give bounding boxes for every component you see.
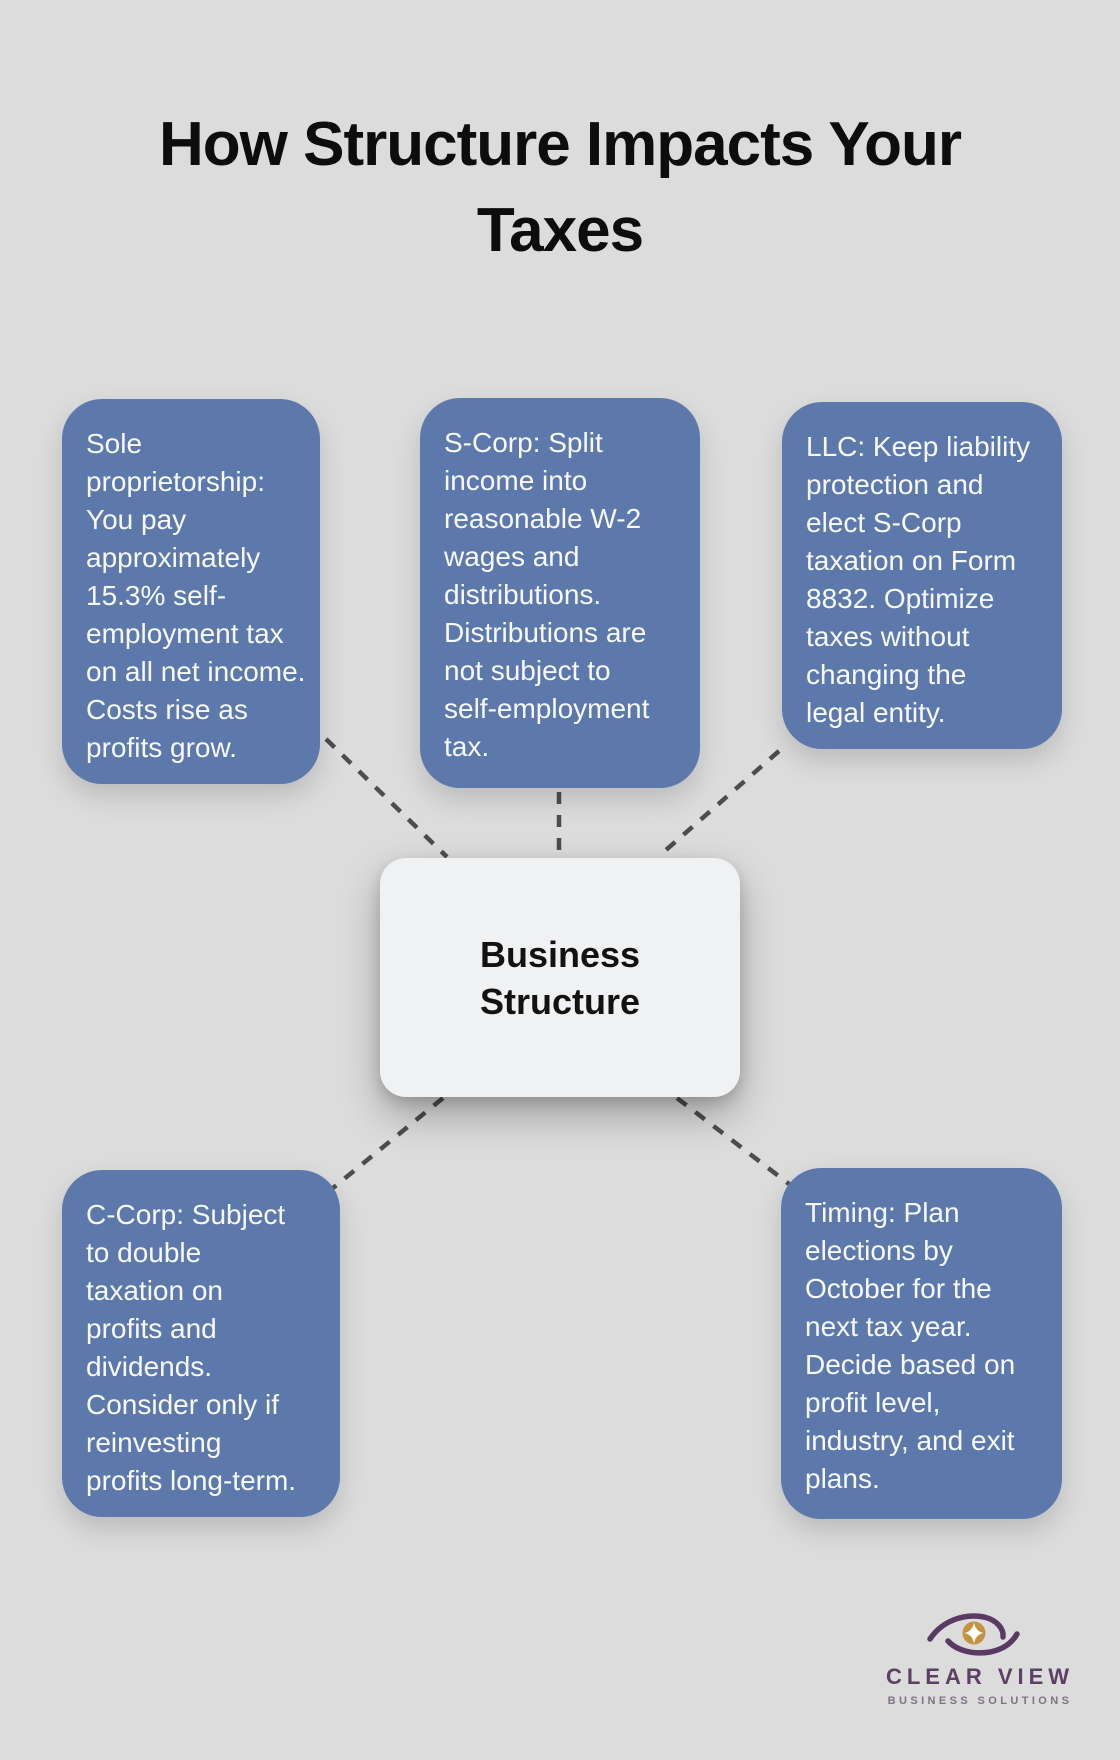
connector-center-to-timing (675, 1096, 791, 1186)
page-title: How Structure Impacts Your Taxes (159, 110, 962, 265)
node-sole-proprietorship: Sole proprietorship: You pay approximate… (62, 399, 320, 784)
connector-center-to-ccorp (331, 1096, 445, 1190)
clearview-eye-icon (927, 1613, 1020, 1656)
eye-star-sparkle (964, 1622, 984, 1644)
node-llc: LLC: Keep liability protection and elect… (782, 402, 1062, 749)
node-timing: Timing: Plan elections by October for th… (781, 1168, 1062, 1519)
brand-tagline: BUSINESS SOLUTIONS (887, 1695, 1073, 1707)
node-s-corp: S-Corp: Split income into reasonable W-2… (420, 398, 700, 788)
clearview-logo: CLEAR VIEW BUSINESS SOLUTIONS (837, 1600, 1120, 1720)
brand-name: CLEAR VIEW (885, 1664, 1075, 1689)
node-c-corp: C-Corp: Subject to double taxation on pr… (62, 1170, 340, 1517)
center-node-business-structure: Business Structure (380, 858, 740, 1097)
